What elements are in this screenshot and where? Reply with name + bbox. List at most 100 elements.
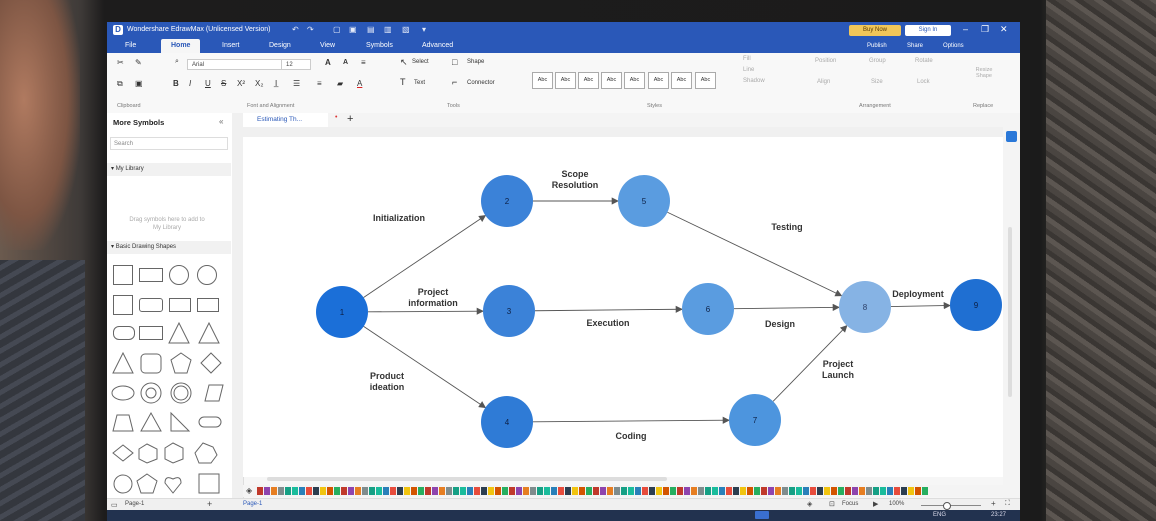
style-preset-4[interactable]: Abc	[601, 72, 622, 89]
color-swatch[interactable]	[327, 487, 333, 495]
menu-advanced[interactable]: Advanced	[422, 42, 454, 49]
add-page-icon[interactable]: +	[207, 499, 213, 509]
color-swatch[interactable]	[698, 487, 704, 495]
color-swatch[interactable]	[544, 487, 550, 495]
text-tool-icon[interactable]: T	[400, 77, 406, 87]
style-preset-8[interactable]: Abc	[695, 72, 716, 89]
fill-button[interactable]: Fill	[743, 56, 751, 62]
color-swatch[interactable]	[509, 487, 515, 495]
zoom-level[interactable]: 100%	[889, 501, 905, 507]
style-preset-5[interactable]: Abc	[624, 72, 645, 89]
color-swatch[interactable]	[866, 487, 872, 495]
search-font-icon[interactable]: ⌕	[175, 58, 179, 65]
color-swatch[interactable]	[565, 487, 571, 495]
edge-8-9[interactable]	[890, 301, 951, 310]
copy-icon[interactable]: ⧉	[117, 79, 123, 88]
font-shrink-icon[interactable]: A	[343, 59, 349, 66]
circle-shape[interactable]	[169, 265, 189, 285]
color-swatch[interactable]	[761, 487, 767, 495]
color-swatch[interactable]	[488, 487, 494, 495]
circle-shape-2[interactable]	[197, 265, 217, 285]
more-symbols-title[interactable]: More Symbols	[113, 118, 165, 127]
color-swatch[interactable]	[628, 487, 634, 495]
color-swatch[interactable]	[404, 487, 410, 495]
color-swatch[interactable]	[677, 487, 683, 495]
focus-button[interactable]: Focus	[842, 501, 859, 507]
edge-label-4-7[interactable]: Coding	[616, 431, 647, 441]
edge-1-3[interactable]	[367, 307, 484, 315]
color-swatch[interactable]	[789, 487, 795, 495]
align-button[interactable]: Align	[817, 79, 831, 85]
edge-1-4[interactable]	[363, 326, 487, 409]
square-shape[interactable]	[113, 265, 133, 285]
color-swatch[interactable]	[831, 487, 837, 495]
font-grow-icon[interactable]: A	[325, 58, 331, 67]
square-shape-2[interactable]	[113, 295, 133, 315]
node-circle-2[interactable]	[481, 175, 533, 227]
add-tab-icon[interactable]: +	[347, 113, 354, 125]
color-swatch[interactable]	[530, 487, 536, 495]
node-9[interactable]: 9	[950, 279, 1002, 331]
edge-7-8[interactable]	[772, 324, 848, 402]
color-swatch[interactable]	[747, 487, 753, 495]
color-swatch[interactable]	[299, 487, 305, 495]
document-tab[interactable]: Estimating Th...	[243, 113, 328, 127]
node-4[interactable]: 4	[481, 396, 533, 448]
color-swatch[interactable]	[495, 487, 501, 495]
node-1[interactable]: 1	[316, 286, 368, 338]
taskbar-app-icon[interactable]	[755, 511, 769, 519]
color-swatch[interactable]	[516, 487, 522, 495]
line-button[interactable]: Line	[743, 67, 755, 73]
font-color-icon[interactable]: A	[357, 79, 363, 88]
color-swatch[interactable]	[558, 487, 564, 495]
color-swatch[interactable]	[684, 487, 690, 495]
menu-view[interactable]: View	[320, 42, 336, 49]
color-swatch[interactable]	[726, 487, 732, 495]
menu-file[interactable]: File	[125, 42, 137, 49]
rectangle-shape[interactable]	[139, 268, 163, 282]
superscript-icon[interactable]: X²	[237, 79, 245, 88]
color-swatch[interactable]	[411, 487, 417, 495]
color-swatch[interactable]	[796, 487, 802, 495]
redo-icon[interactable]: ↷	[307, 25, 314, 34]
edge-label-8-9[interactable]: Deployment	[892, 289, 944, 299]
publish-button[interactable]: Publish	[867, 43, 887, 49]
text-tool-button[interactable]: Text	[414, 80, 426, 86]
color-swatch[interactable]	[362, 487, 368, 495]
color-swatch[interactable]	[341, 487, 347, 495]
color-swatch[interactable]	[474, 487, 480, 495]
polygon-shapes[interactable]	[111, 351, 225, 377]
page-tab[interactable]: Page-1	[243, 501, 263, 507]
node-circle-7[interactable]	[729, 394, 781, 446]
export-icon[interactable]: ▧	[402, 25, 410, 34]
list-icon[interactable]: ☰	[293, 79, 301, 88]
edge-3-6[interactable]	[534, 305, 683, 313]
menu-symbols[interactable]: Symbols	[366, 42, 393, 49]
color-swatch[interactable]	[859, 487, 865, 495]
paragraph-align-icon[interactable]: ≡	[317, 79, 322, 88]
shape-square-icon[interactable]: □	[452, 57, 458, 67]
color-swatch[interactable]	[579, 487, 585, 495]
basic-shapes-section[interactable]: ▾ Basic Drawing Shapes	[107, 241, 231, 254]
color-swatch[interactable]	[880, 487, 886, 495]
maximize-icon[interactable]: ❐	[981, 24, 990, 34]
print-icon[interactable]: ▥	[384, 25, 392, 34]
resize-shape-button[interactable]: Resize Shape	[975, 67, 993, 79]
triangle-shapes[interactable]	[167, 321, 223, 345]
color-swatch[interactable]	[502, 487, 508, 495]
play-icon[interactable]: ▶	[873, 501, 879, 508]
close-icon[interactable]: ✕	[1000, 24, 1008, 34]
color-swatch[interactable]	[852, 487, 858, 495]
color-swatch[interactable]	[271, 487, 277, 495]
lock-button[interactable]: Lock	[917, 79, 930, 85]
color-swatch[interactable]	[600, 487, 606, 495]
highlight-color-icon[interactable]: ▰	[337, 79, 344, 88]
node-2[interactable]: 2	[481, 175, 533, 227]
color-swatch[interactable]	[719, 487, 725, 495]
color-swatch[interactable]	[901, 487, 907, 495]
edge-label-3-6[interactable]: Execution	[586, 318, 629, 328]
ellipse-shapes[interactable]	[111, 381, 225, 407]
